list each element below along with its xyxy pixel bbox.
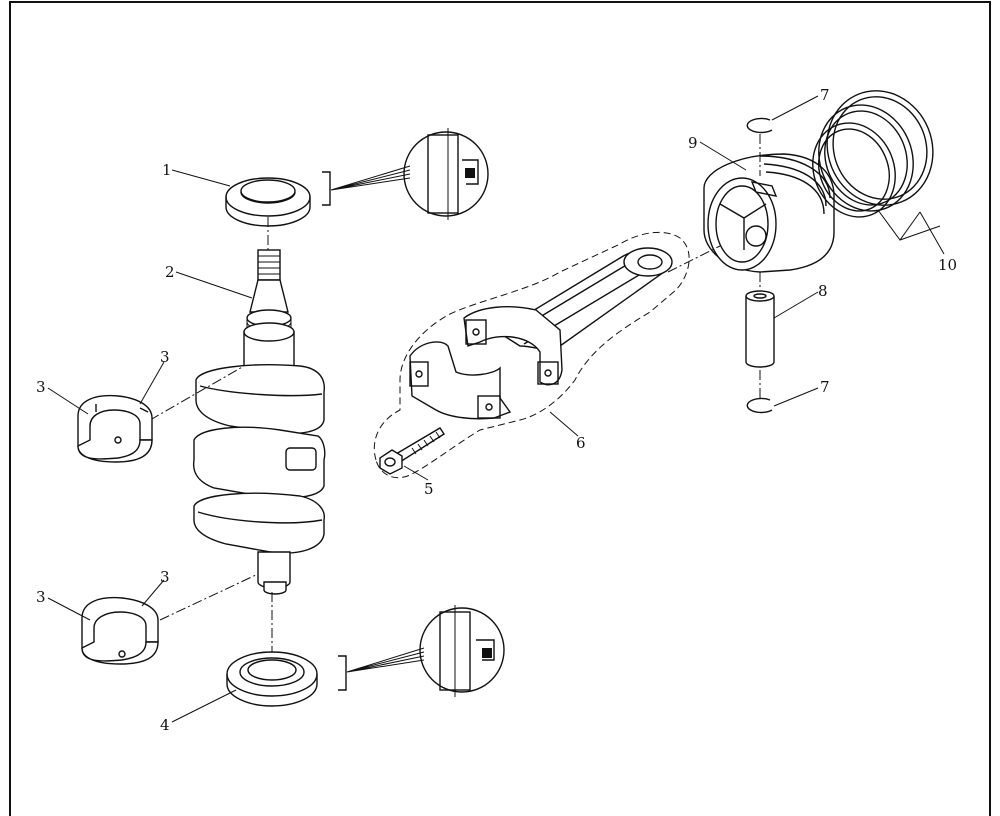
callout-7: 7 (820, 378, 830, 396)
upper-seal-detail (322, 128, 489, 220)
callout-9: 9 (688, 134, 698, 152)
circlip-upper (746, 117, 773, 134)
callout-7: 7 (820, 86, 830, 104)
circlip-lower (746, 397, 773, 414)
con-rod-bolt (379, 427, 445, 475)
crankshaft (192, 249, 326, 595)
callout-4: 4 (160, 716, 170, 734)
piston-rings (812, 90, 934, 218)
callout-6: 6 (576, 434, 586, 452)
callout-3: 3 (36, 588, 46, 606)
callout-10: 10 (938, 256, 957, 274)
callout-2: 2 (165, 263, 175, 281)
lower-seal-detail (338, 605, 505, 697)
main-bearing-upper (77, 394, 153, 463)
leader-lines (47, 95, 819, 723)
callout-3: 3 (160, 348, 170, 366)
lower-oil-seal (226, 651, 318, 707)
piston (703, 153, 835, 273)
page-border (9, 1, 991, 816)
connecting-rod-assembly (373, 231, 690, 479)
callout-3: 3 (160, 568, 170, 586)
callout-1: 1 (162, 161, 172, 179)
piston-pin (745, 290, 775, 368)
main-bearing-lower (81, 596, 159, 665)
callout-8: 8 (818, 282, 828, 300)
callout-3: 3 (36, 378, 46, 396)
callout-5: 5 (424, 480, 434, 498)
